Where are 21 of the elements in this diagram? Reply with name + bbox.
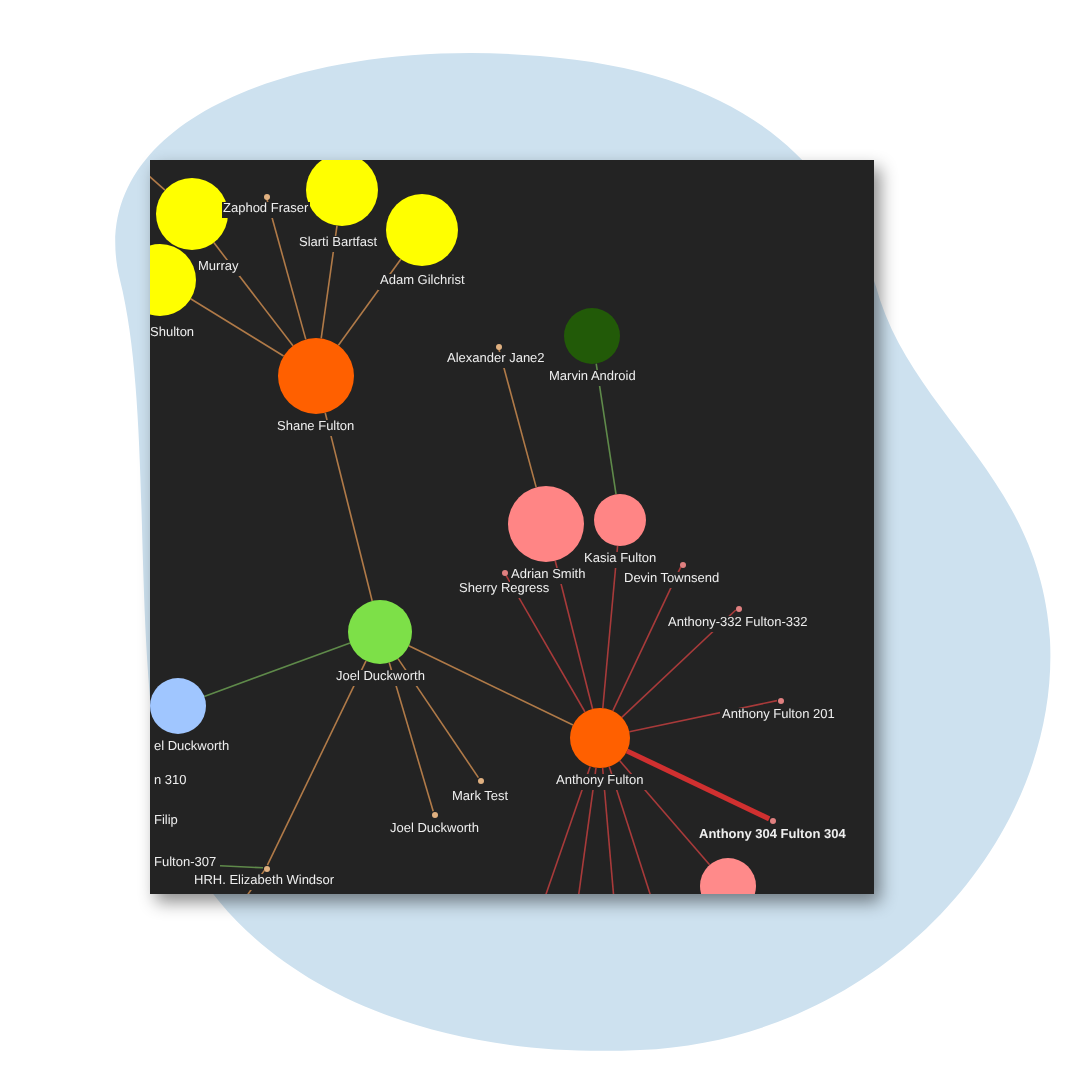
connector-line [320, 224, 338, 340]
connector-line [602, 545, 619, 709]
connector-line [543, 765, 591, 894]
connector-line [554, 560, 594, 710]
connector-line [577, 767, 597, 894]
connector-line [408, 645, 574, 726]
connector-line [203, 642, 351, 698]
connector-line [266, 198, 307, 341]
connector-line [498, 348, 537, 489]
connector-line [388, 661, 434, 812]
connector-line [504, 573, 586, 713]
connector-line [625, 748, 771, 822]
connector-line [266, 660, 367, 866]
connector-line [324, 412, 373, 602]
connector-line [189, 298, 285, 357]
connector-line [608, 765, 653, 894]
connector-line [213, 241, 294, 347]
connector-line [601, 767, 615, 894]
connector-line [397, 657, 480, 779]
connector-line [612, 566, 682, 712]
connector-line [219, 865, 264, 869]
